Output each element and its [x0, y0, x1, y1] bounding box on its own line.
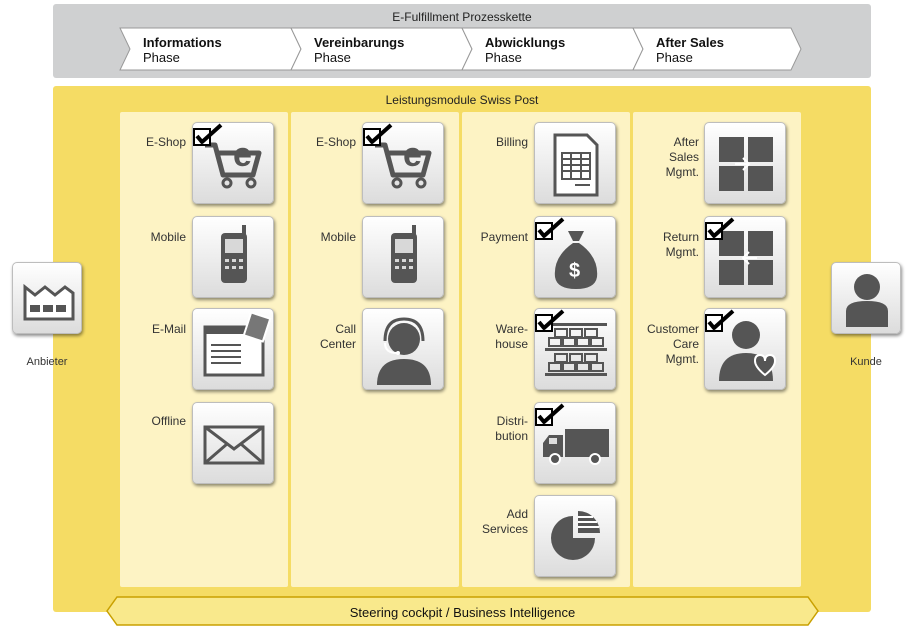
phase-1-sub: Phase	[143, 50, 180, 65]
label-billing: Billing	[495, 135, 528, 149]
tile-warehouse[interactable]	[534, 308, 616, 390]
tile-after-sales[interactable]	[704, 122, 786, 204]
label-line: After	[673, 135, 699, 149]
label-line: Mgmt.	[665, 165, 699, 179]
label-line: Add	[506, 507, 528, 521]
label-mobile-1: Mobile	[150, 230, 186, 244]
invoice-icon	[553, 133, 599, 197]
label-line: Mgmt.	[665, 245, 699, 259]
pie-chart-icon	[551, 511, 600, 560]
checkmark-icon	[363, 123, 393, 147]
box-arrow-in-icon	[719, 137, 773, 191]
label-line: Mgmt.	[665, 352, 699, 366]
process-chain-title: E-Fulfillment Prozesskette	[392, 10, 532, 24]
phase-chevrons	[119, 27, 802, 71]
label-line: Center	[319, 337, 356, 351]
modules-title: Leistungsmodule Swiss Post	[385, 93, 539, 107]
label-offline: Offline	[151, 414, 186, 428]
factory-icon	[23, 283, 75, 321]
label-mobile-2: Mobile	[320, 230, 356, 244]
label-line: Call	[335, 322, 356, 336]
phase-4-title: After Sales	[656, 35, 724, 50]
tile-billing[interactable]	[534, 122, 616, 204]
phase-4-sub: Phase	[656, 50, 693, 65]
money-bag-icon: $	[554, 231, 598, 289]
truck-icon	[543, 429, 609, 465]
label-line: house	[495, 337, 528, 351]
phase-1-title: Informations	[143, 35, 222, 50]
phase-3-sub: Phase	[485, 50, 522, 65]
label-payment: Payment	[480, 230, 528, 244]
steering-cockpit-bar	[106, 596, 819, 626]
mobile-phone-icon	[363, 217, 445, 299]
checkmark-icon	[705, 217, 735, 241]
anbieter-label: Anbieter	[26, 356, 68, 368]
label-warehouse: Ware-house	[466, 322, 528, 352]
kunde-label: Kunde	[850, 356, 882, 368]
mobile-phone-icon	[193, 217, 275, 299]
checkmark-icon	[705, 309, 735, 333]
steering-cockpit-label: Steering cockpit / Business Intelligence	[349, 605, 576, 620]
kunde-tile[interactable]	[831, 262, 901, 334]
tile-mobile-2[interactable]	[362, 216, 444, 298]
phase-3-title: Abwicklungs	[485, 35, 566, 50]
checkmark-icon	[535, 217, 565, 241]
label-distribution: Distri-bution	[466, 414, 528, 444]
label-line: Sales	[668, 150, 699, 164]
label-line: Ware-	[495, 322, 528, 336]
phase-2-sub: Phase	[314, 50, 351, 65]
checkmark-icon	[193, 123, 223, 147]
label-line: bution	[495, 429, 528, 443]
tile-eshop-1[interactable]	[192, 122, 274, 204]
label-eshop-2: E-Shop	[315, 135, 356, 149]
tile-customer-care[interactable]	[704, 308, 786, 390]
checkmark-icon	[535, 309, 565, 333]
tile-payment[interactable]: $	[534, 216, 616, 298]
label-eshop-1: E-Shop	[145, 135, 186, 149]
person-icon	[846, 274, 888, 327]
email-window-icon	[203, 311, 272, 377]
tile-distribution[interactable]	[534, 402, 616, 484]
tile-mobile-1[interactable]	[192, 216, 274, 298]
envelope-icon	[203, 425, 265, 465]
box-arrow-out-icon	[719, 231, 773, 285]
phase-chevron-4	[632, 27, 802, 71]
warehouse-shelves-icon	[545, 323, 607, 376]
tile-return[interactable]	[704, 216, 786, 298]
label-line: Care	[672, 337, 699, 351]
checkmark-icon	[535, 403, 565, 427]
phase-2-title: Vereinbarungs	[314, 35, 405, 50]
label-line: Customer	[646, 322, 699, 336]
label-email: E-Mail	[151, 322, 186, 336]
label-line: Return	[662, 230, 699, 244]
tile-email[interactable]	[192, 308, 274, 390]
tile-add-services[interactable]	[534, 495, 616, 577]
tile-call-center[interactable]	[362, 308, 444, 390]
headset-agent-icon	[377, 317, 431, 385]
label-line: Distri-	[496, 414, 528, 428]
tile-offline[interactable]	[192, 402, 274, 484]
svg-text:$: $	[569, 260, 580, 282]
person-heart-icon	[719, 321, 777, 381]
label-line: Services	[481, 522, 528, 536]
tile-eshop-2[interactable]	[362, 122, 444, 204]
anbieter-tile[interactable]	[12, 262, 82, 334]
